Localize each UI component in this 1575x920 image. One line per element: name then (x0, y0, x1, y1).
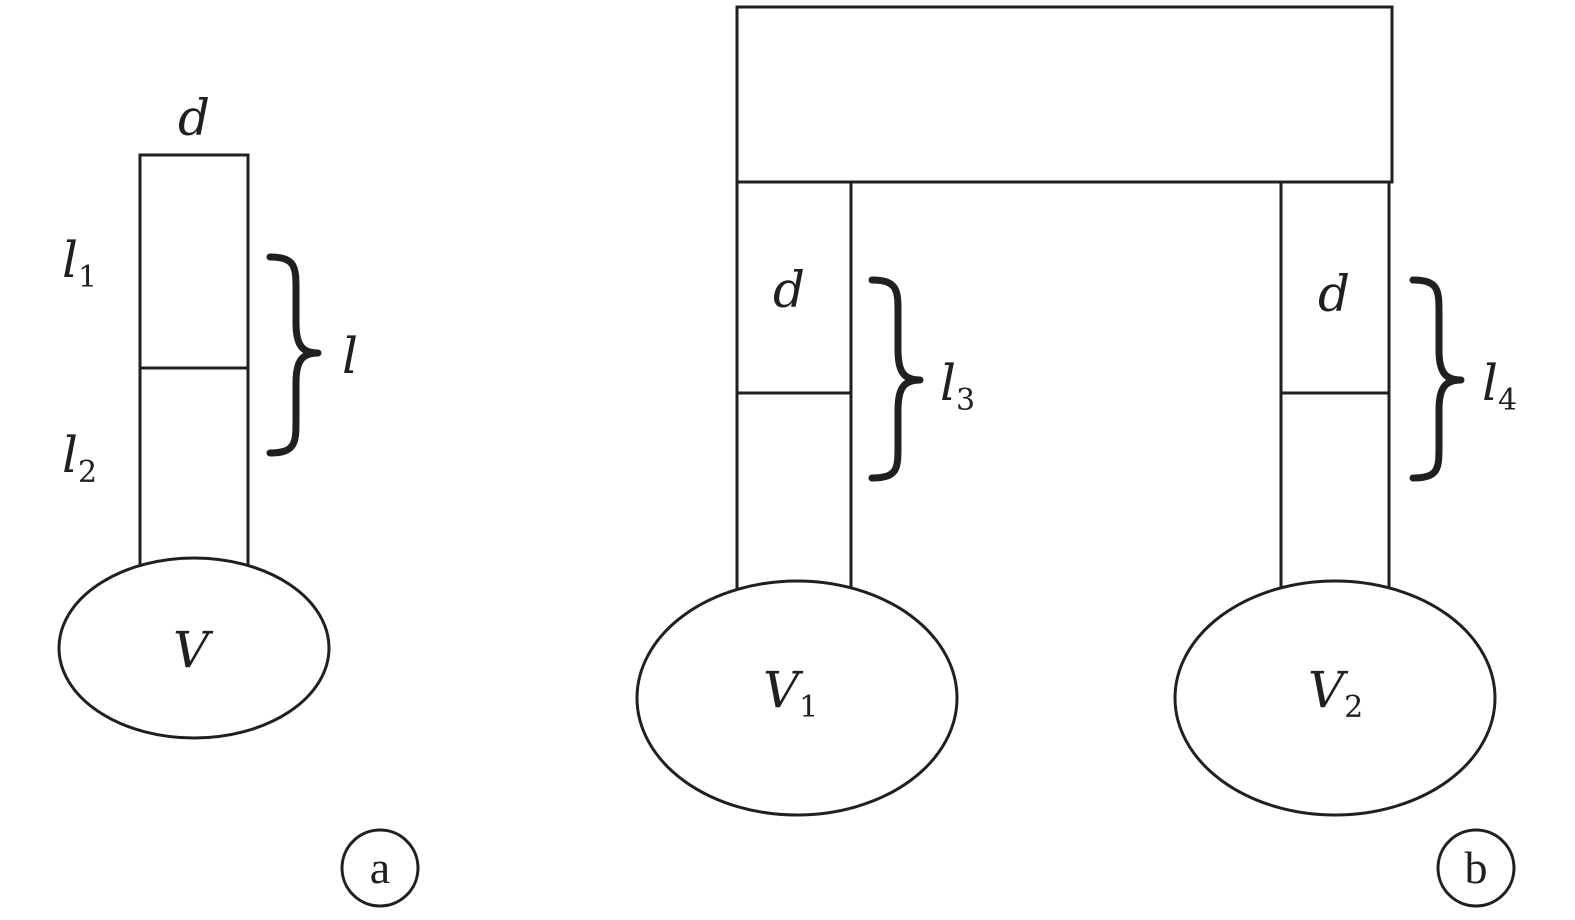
bulb-v (57, 556, 331, 740)
brace-l4 (1409, 276, 1465, 482)
panel-a-circle (340, 828, 420, 908)
panel-b-circle (1436, 828, 1516, 908)
brace-l3 (868, 276, 924, 482)
label-l3: l3 (940, 354, 975, 418)
reservoir-box (735, 5, 1394, 184)
bulb-v2 (1173, 579, 1497, 817)
panel-a-label: a (370, 842, 390, 893)
brace-l (266, 253, 322, 457)
label-d-left: d (773, 261, 805, 319)
panel-b-label: b (1465, 842, 1488, 893)
label-d-right: d (1318, 265, 1350, 323)
bulb-v1 (635, 579, 959, 817)
label-l4: l4 (1482, 354, 1517, 418)
label-l: l (342, 327, 358, 385)
label-v: V (173, 621, 214, 679)
label-v2: V2 (1308, 661, 1363, 725)
panel-a: d l1 l2 l V a (57, 89, 420, 908)
tube-a (138, 153, 250, 587)
label-l1: l1 (62, 231, 97, 295)
panel-b: d d l3 l4 V1 V2 b (635, 5, 1517, 908)
label-l2: l2 (62, 426, 97, 490)
label-v1: V1 (763, 661, 818, 725)
label-d-a: d (178, 89, 210, 147)
